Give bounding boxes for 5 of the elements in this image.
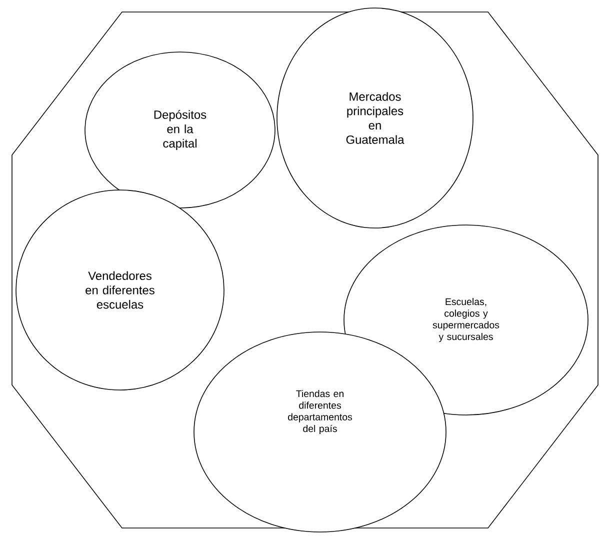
ellipse-node: Vendedores en diferentes escuelas [16,190,224,390]
ellipse-node: Escuelas, colegios y supermercados y sucursales [344,224,588,416]
ellipse-node: Depósitos en la capital [84,52,276,208]
octagon [12,12,598,528]
ellipse-node: Mercados principales en Guatemala [276,8,474,228]
